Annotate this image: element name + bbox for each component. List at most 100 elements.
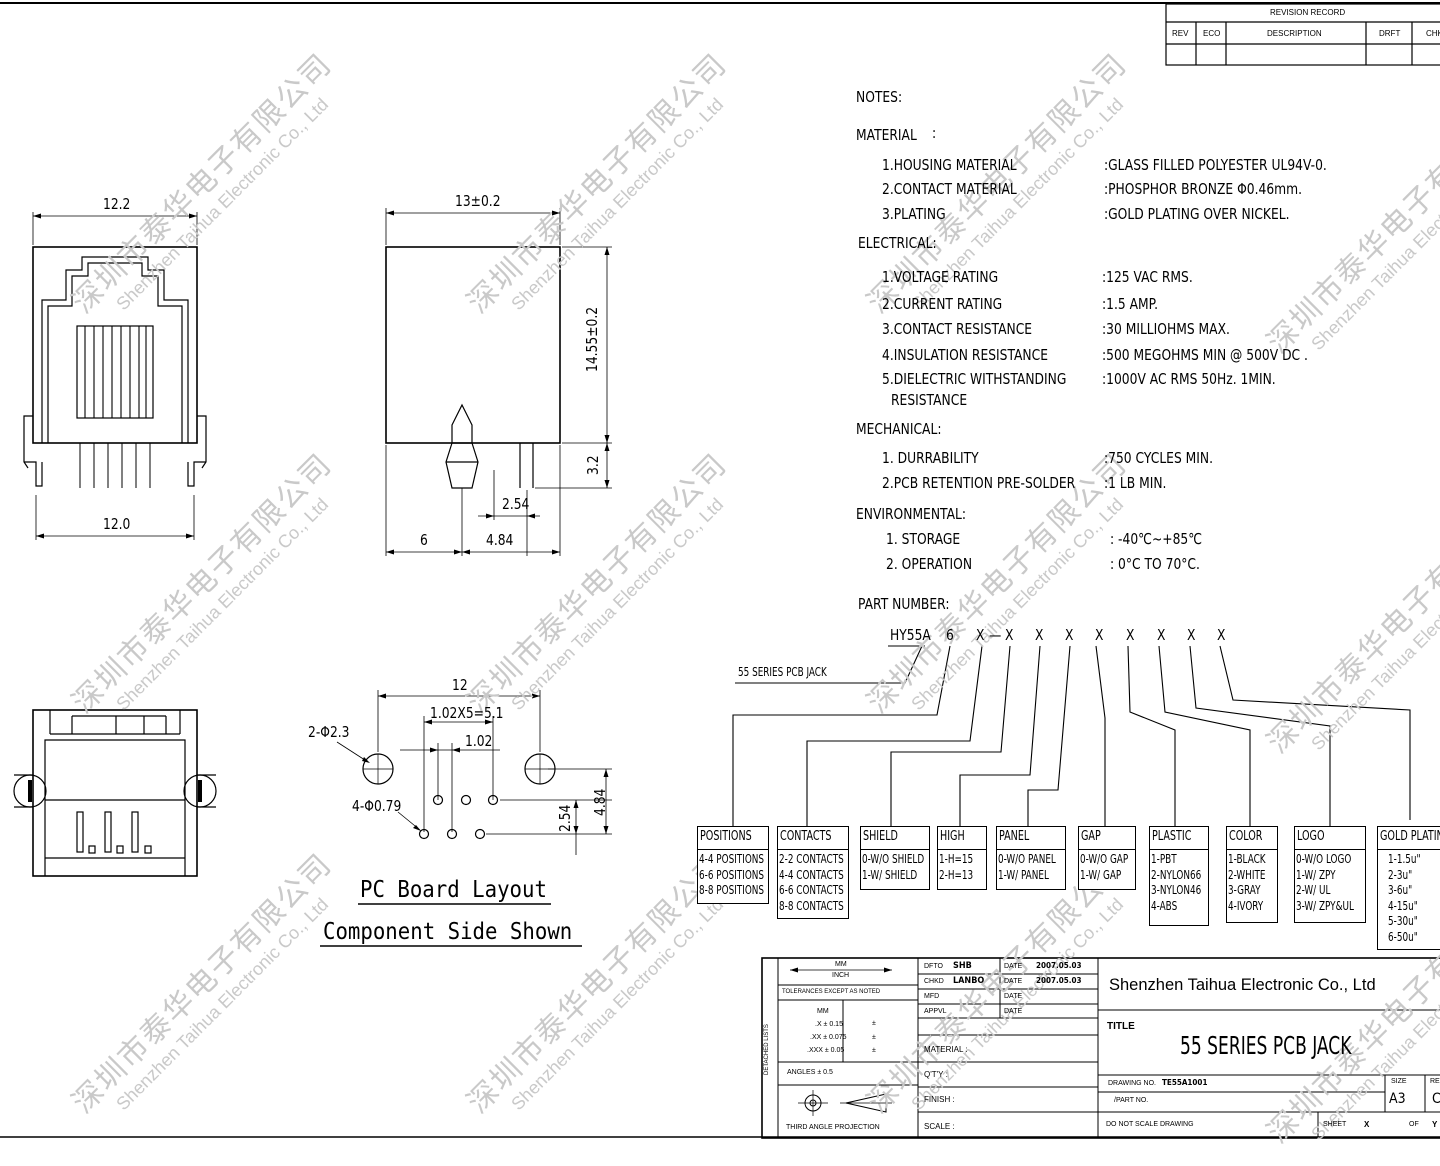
tb-tol-row: .XXX ± 0.05 <box>807 1047 845 1054</box>
option-box-title: CONTACTS <box>780 829 832 844</box>
note-value: :1000V AC RMS 50Hz. 1MIN. <box>1102 370 1276 388</box>
tb-title-label: TITLE <box>1107 1021 1135 1032</box>
note-value: :1 LB MIN. <box>1104 474 1167 492</box>
part-code-char: — <box>989 626 1002 644</box>
note-value: : 0°C TO 70°C. <box>1110 555 1200 573</box>
tb-date-value: 2007.05.03 <box>1036 961 1082 970</box>
note-value: :500 MEGOHMS MIN @ 500V DC . <box>1102 346 1308 364</box>
tb-size: A3 <box>1389 1091 1406 1107</box>
tb-qty: Q'T'Y : <box>924 1070 948 1079</box>
tb-tol-sign: ± <box>872 1047 876 1054</box>
tb-sheet-value: X <box>1364 1120 1370 1129</box>
rev-col-description: DESCRIPTION <box>1267 29 1322 38</box>
note-label: 1.VOLTAGE RATING <box>882 268 999 286</box>
dim-pcb-pitch: 1.02 <box>465 732 493 750</box>
dim-pcb-small-holes: 4-Φ0.79 <box>352 797 402 815</box>
tb-angles: ANGLES ± 0.5 <box>787 1069 833 1076</box>
part-code-char: X <box>1095 626 1104 644</box>
tb-finish: FINISH : <box>924 1095 955 1104</box>
dim-side-484: 4.84 <box>486 531 514 549</box>
series-label: 55 SERIES PCB JACK <box>738 665 827 679</box>
rev-col-eco: ECO <box>1203 29 1221 38</box>
note-label: 1. DURRABILITY <box>882 449 979 467</box>
tb-of-label: OF <box>1409 1121 1419 1128</box>
tb-tol-row: .XX ± 0.075 <box>810 1034 847 1041</box>
revision-title: REVISION RECORD <box>1270 8 1346 17</box>
note-value: :GLASS FILLED POLYESTER UL94V-0. <box>1104 156 1327 174</box>
title-block <box>761 957 1440 1139</box>
tb-date: DATE <box>1004 963 1023 970</box>
option-box-title: PANEL <box>999 829 1030 844</box>
tb-detached: DETACHED LISTS <box>764 1024 770 1075</box>
option-box-title: COLOR <box>1229 829 1263 844</box>
note-label: 1. STORAGE <box>886 530 961 548</box>
tb-sheet-label: SHEET <box>1323 1121 1347 1128</box>
part-code-char: X <box>976 626 985 644</box>
part-code-char: X <box>1126 626 1135 644</box>
tb-drawing-no-label: DRAWING NO. <box>1108 1080 1156 1087</box>
note-label: 3.PLATING <box>882 205 946 223</box>
dim-side-length: 13±0.2 <box>455 192 501 210</box>
dim-side-pitch: 2.54 <box>502 495 530 513</box>
part-number-prefix: HY55A <box>890 626 931 644</box>
tb-part-no-label: /PART NO. <box>1114 1097 1149 1104</box>
part-code-char: X <box>1187 626 1196 644</box>
note-value: :125 VAC RMS. <box>1102 268 1193 286</box>
tb-projection: THIRD ANGLE PROJECTION <box>786 1124 880 1131</box>
note-value: : -40℃~+85℃ <box>1110 530 1203 548</box>
note-label: 2.CURRENT RATING <box>882 295 1003 313</box>
notes-header: NOTES: <box>856 88 903 106</box>
mechanical-title: MECHANICAL: <box>856 420 942 438</box>
tb-rev-label: REV <box>1430 1078 1440 1085</box>
tb-scale: SCALE : <box>924 1122 955 1131</box>
option-box-items: 1-1.5u"2-3u"3-6u"4-15u"5-30u"6-50u" <box>1388 852 1421 944</box>
option-box-title: PLASTIC <box>1152 829 1192 844</box>
note-label: 4.INSULATION RESISTANCE <box>882 346 1048 364</box>
tb-appvl: APPVL <box>924 1008 947 1015</box>
note-label: 3.CONTACT RESISTANCE <box>882 320 1033 338</box>
part-number-leaders <box>732 645 1411 826</box>
rev-col-chk: CHK <box>1426 29 1440 38</box>
tb-tol-mm: MM <box>817 1008 829 1015</box>
tb-drawing-no: TE55A1001 <box>1162 1078 1208 1087</box>
drawing-linework <box>0 2 1440 1139</box>
dim-side-6: 6 <box>420 531 428 549</box>
note-value: :GOLD PLATING OVER NICKEL. <box>1104 205 1290 223</box>
note-value: :750 CYCLES MIN. <box>1104 449 1214 467</box>
tb-material: MATERIAL : <box>924 1045 968 1054</box>
tb-inch: INCH <box>832 972 850 979</box>
note-label: 2.PCB RETENTION PRE-SOLDER <box>882 474 1076 492</box>
tb-size-label: SIZE <box>1391 1078 1407 1085</box>
note-value: :PHOSPHOR BRONZE Φ0.46mm. <box>1104 180 1303 198</box>
option-box-title: SHIELD <box>863 829 898 844</box>
tb-rev: C <box>1432 1091 1440 1107</box>
material-title: MATERIAL <box>856 126 917 144</box>
note-label: 2.CONTACT MATERIAL <box>882 180 1017 198</box>
option-box-title: POSITIONS <box>700 829 752 844</box>
note-label-cont: RESISTANCE <box>891 391 968 409</box>
pcb-layout <box>320 690 612 947</box>
tb-dfto-value: SHB <box>953 961 972 971</box>
option-box-title: HIGH <box>940 829 965 844</box>
environmental-title: ENVIRONMENTAL: <box>856 505 967 523</box>
part-code-char: X <box>1065 626 1074 644</box>
note-value: :1.5 AMP. <box>1102 295 1159 313</box>
dim-pcb-big-holes: 2-Φ2.3 <box>308 723 350 741</box>
dim-pcb-12: 12 <box>452 676 468 694</box>
note-label: 2. OPERATION <box>886 555 973 573</box>
note-label: 5.DIELECTRIC WITHSTANDING <box>882 370 1067 388</box>
tb-chkd-value: LANBO <box>953 976 985 986</box>
part-code-char: 6 <box>946 626 954 644</box>
dim-pcb-254: 2.54 <box>556 804 574 832</box>
